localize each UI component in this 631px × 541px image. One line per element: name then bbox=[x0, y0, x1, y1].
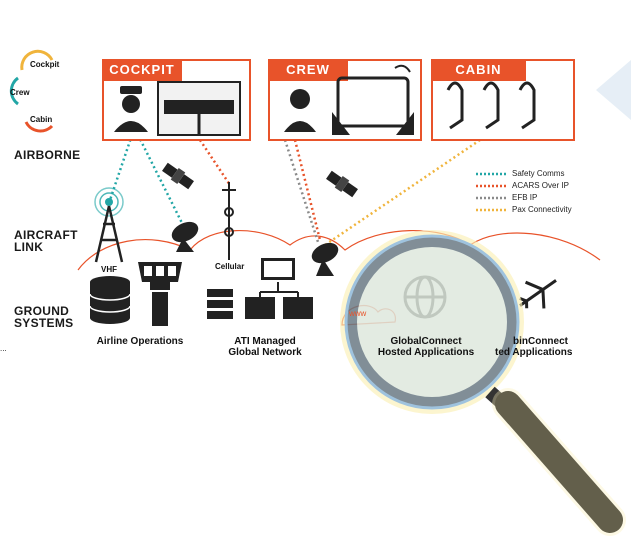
legend-safety-comms: Safety Comms bbox=[512, 169, 564, 178]
pilot-icon bbox=[114, 86, 148, 132]
cabinconnect-label-line2: ted Applications bbox=[495, 347, 595, 358]
ati-network-label-line1: ATI Managed bbox=[215, 336, 315, 347]
ati-network-label-line2: Global Network bbox=[215, 347, 315, 358]
globalconnect-label-line1: GlobalConnect bbox=[372, 336, 480, 347]
cabinconnect-label-line1: binConnect bbox=[513, 336, 593, 347]
legend-pax: Pax Connectivity bbox=[512, 205, 572, 214]
cellular-label: Cellular bbox=[215, 262, 244, 271]
cockpit-dashboard-icon bbox=[158, 82, 240, 135]
tablet-hands-icon bbox=[332, 66, 414, 135]
airline-operations-label: Airline Operations bbox=[90, 336, 190, 347]
legend-efb: EFB IP bbox=[512, 193, 537, 202]
flight-attendant-icon bbox=[284, 89, 316, 132]
globalconnect-label-line2: Hosted Applications bbox=[372, 347, 480, 358]
www-label: www bbox=[349, 309, 366, 318]
cabin-seats-icon bbox=[448, 83, 534, 128]
legend-acars: ACARS Over IP bbox=[512, 181, 569, 190]
edge-ellipsis: ... bbox=[0, 344, 7, 353]
vhf-label: VHF bbox=[101, 265, 117, 274]
